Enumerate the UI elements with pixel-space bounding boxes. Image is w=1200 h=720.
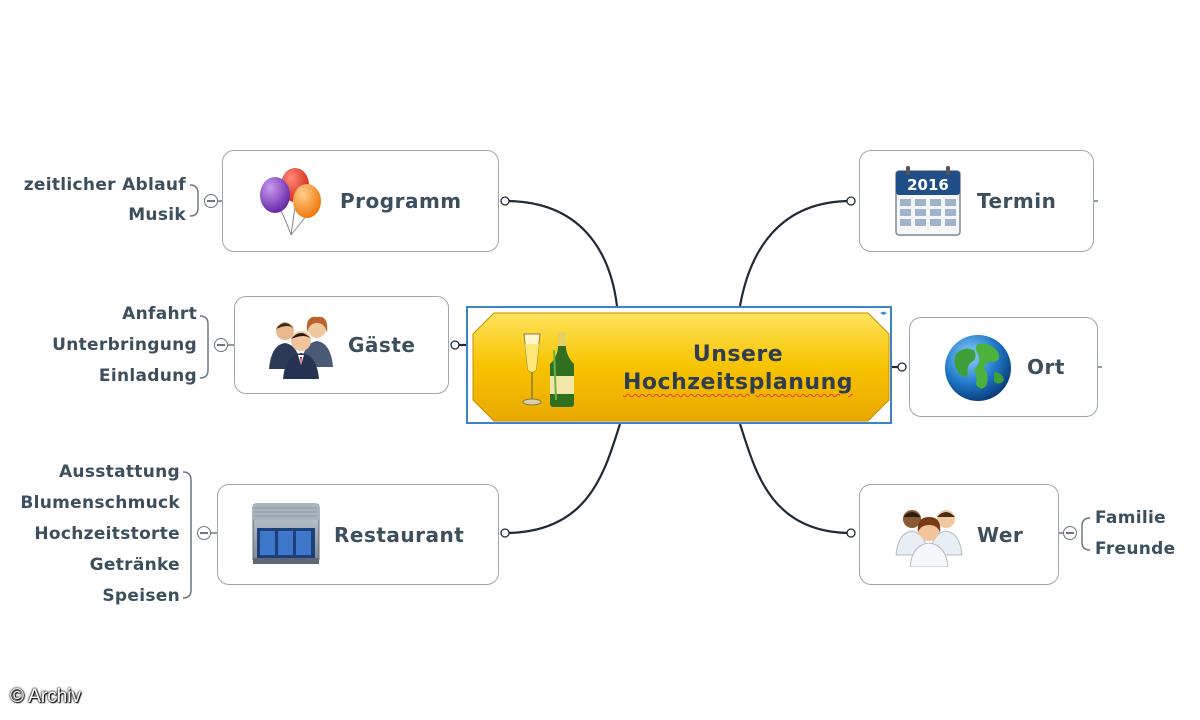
collapse-toggle-wer[interactable] bbox=[1063, 526, 1077, 540]
bracket-restaurant bbox=[182, 471, 192, 599]
calendar-icon: 2016 bbox=[895, 166, 961, 236]
connector-dot bbox=[500, 196, 510, 206]
calendar-year-text: 2016 bbox=[907, 176, 949, 194]
node-gaeste[interactable]: Gäste bbox=[234, 296, 449, 394]
node-label: Termin bbox=[977, 189, 1057, 213]
balloons-icon bbox=[260, 168, 321, 236]
connector-wer bbox=[738, 423, 852, 535]
restaurant-building-icon bbox=[252, 503, 320, 564]
central-topic-shape bbox=[472, 312, 890, 422]
subtopic-hochzeitstorte[interactable]: Hochzeitstorte bbox=[34, 524, 180, 544]
subtopic-anfahrt[interactable]: Anfahrt bbox=[122, 304, 197, 324]
node-label: Programm bbox=[340, 189, 462, 213]
bracket-gaeste bbox=[199, 315, 209, 379]
subtopic-einladung[interactable]: Einladung bbox=[98, 366, 197, 386]
spellcheck-underline-text: Hochzeitsplanung bbox=[623, 370, 853, 395]
subtopic-unterbringung[interactable]: Unterbringung bbox=[52, 335, 197, 355]
resize-handle-icon[interactable]: ◂▸ bbox=[879, 309, 887, 317]
node-programm[interactable]: Programm bbox=[222, 150, 499, 252]
node-label: Wer bbox=[977, 523, 1024, 547]
connector-dot bbox=[897, 362, 907, 372]
collapse-toggle-gaeste[interactable] bbox=[214, 338, 228, 352]
connector-dot bbox=[450, 340, 460, 350]
connector-restaurant bbox=[504, 423, 622, 535]
node-ort[interactable]: Ort bbox=[909, 317, 1098, 417]
connector-programm bbox=[504, 199, 619, 307]
node-restaurant[interactable]: Restaurant bbox=[217, 484, 499, 585]
central-topic-title-line1: Unsere bbox=[692, 342, 784, 367]
champagne-icon bbox=[522, 332, 574, 407]
connector-dot bbox=[500, 528, 510, 538]
central-topic[interactable]: ◂▸ Unsere Hochzeitsplanung bbox=[466, 306, 892, 424]
collapse-toggle-restaurant[interactable] bbox=[197, 526, 211, 540]
node-label: Restaurant bbox=[334, 523, 465, 547]
collapse-toggle-programm[interactable] bbox=[204, 194, 218, 208]
node-termin[interactable]: 2016 Termin bbox=[859, 150, 1094, 252]
central-topic-title-line2: Hochzeitsplanung bbox=[588, 370, 888, 395]
connector-dot bbox=[846, 528, 856, 538]
guests-icon bbox=[269, 316, 333, 379]
bracket-programm bbox=[189, 184, 199, 217]
subtopic-freunde[interactable]: Freunde bbox=[1095, 539, 1176, 559]
subtopic-zeitlicher-ablauf[interactable]: zeitlicher Ablauf bbox=[23, 175, 186, 195]
subtopic-speisen[interactable]: Speisen bbox=[102, 586, 180, 606]
node-label: Gäste bbox=[348, 333, 416, 357]
globe-icon bbox=[945, 335, 1011, 401]
people-icon bbox=[895, 510, 963, 567]
connector-termin bbox=[738, 199, 852, 307]
image-credit: © Archiv bbox=[10, 686, 82, 707]
node-wer[interactable]: Wer bbox=[859, 484, 1059, 585]
subtopic-ausstattung[interactable]: Ausstattung bbox=[58, 462, 180, 482]
subtopic-getraenke[interactable]: Getränke bbox=[89, 555, 180, 575]
subtopic-blumenschmuck[interactable]: Blumenschmuck bbox=[20, 493, 180, 513]
connector-dot bbox=[846, 196, 856, 206]
bracket-wer bbox=[1081, 517, 1091, 551]
subtopic-musik[interactable]: Musik bbox=[128, 205, 186, 225]
subtopic-familie[interactable]: Familie bbox=[1095, 508, 1166, 528]
node-label: Ort bbox=[1027, 355, 1065, 379]
